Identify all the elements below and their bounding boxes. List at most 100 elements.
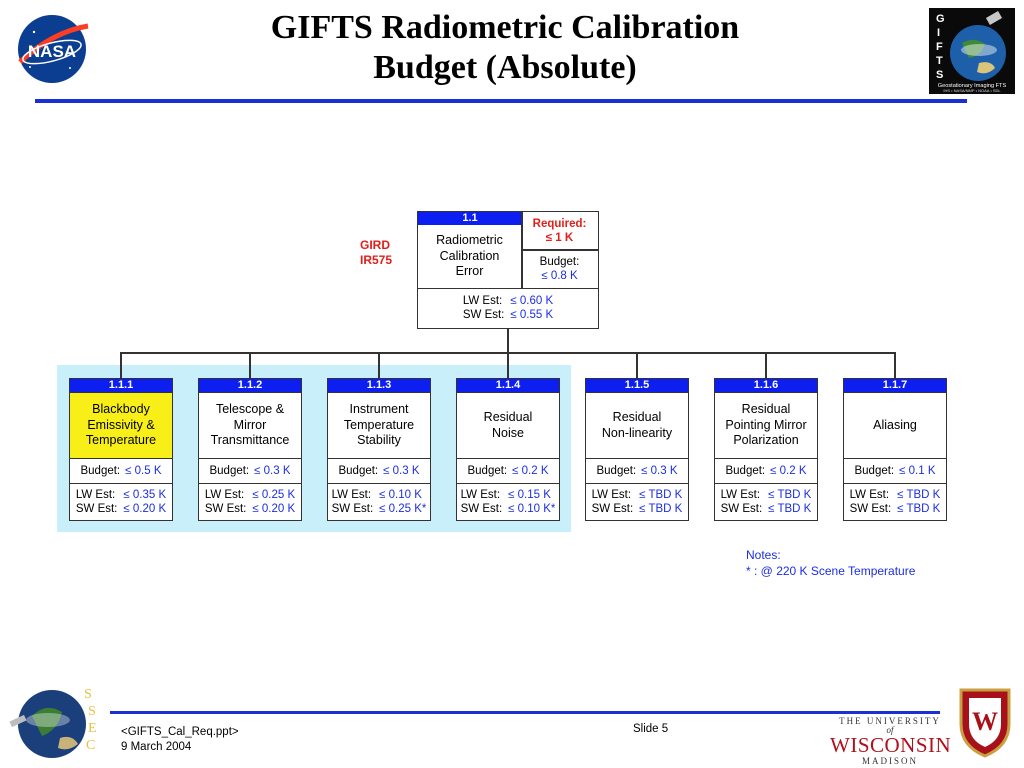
lw-value: ≤ 0.15 K xyxy=(508,488,551,501)
box-budget: Budget:≤ 0.3 K xyxy=(199,458,301,483)
crest-letter: W xyxy=(972,707,998,736)
lw-value: ≤ 0.25 K xyxy=(252,488,296,501)
footer-file: <GIFTS_Cal_Req.ppt> xyxy=(121,726,239,738)
box-name-line: Blackbody xyxy=(92,402,150,417)
budget-label: Budget: xyxy=(80,465,121,477)
box-1-1-budget: Budget: ≤ 0.8 K xyxy=(523,252,596,286)
notes: Notes: * : @ 220 K Scene Temperature xyxy=(746,547,915,579)
box-name-line: Polarization xyxy=(733,433,799,448)
gifts-subcaption: IHS • NASA/NMP • NOAA • SDL xyxy=(943,88,1001,93)
sw-value: ≤ TBD K xyxy=(768,502,812,515)
ssec-letter-4: C xyxy=(86,738,95,753)
sw-value: ≤ 0.10 K* xyxy=(508,502,556,515)
box-name-line: Non-linearity xyxy=(601,425,673,440)
budget-value: ≤ 0.8 K xyxy=(541,270,578,282)
box-name-line: Residual xyxy=(483,410,533,424)
ssec-letter-1: S xyxy=(84,687,92,702)
box-header: 1.1.1 xyxy=(70,379,172,392)
box-1-1-name-line-2: Calibration xyxy=(439,248,500,263)
budget-label: Budget: xyxy=(725,465,766,477)
nasa-logo: NASA xyxy=(18,15,89,83)
lw-value: ≤ 0.35 K xyxy=(123,488,167,501)
box-header: 1.1.5 xyxy=(586,379,688,392)
footer-date: 9 March 2004 xyxy=(121,741,192,753)
gird-label: GIRD IR575 xyxy=(360,238,392,268)
ssec-logo: S S E C xyxy=(9,687,97,758)
lw-label: LW Est: xyxy=(462,295,503,307)
budget-value: ≤ 0.2 K xyxy=(512,465,549,477)
box-1-1-vdivider xyxy=(521,212,523,288)
sw-label: SW Est: xyxy=(849,502,892,515)
box-budget: Budget:≤ 0.2 K xyxy=(715,458,817,483)
sw-label: SW Est: xyxy=(591,502,634,515)
budget-label: Budget: xyxy=(467,465,508,477)
gifts-caption: Geostationary Imaging FTS xyxy=(938,83,1007,89)
nasa-logo-text: NASA xyxy=(28,42,76,61)
box-budget: Budget:≤ 0.1 K xyxy=(844,458,946,483)
gird-label-line-2: IR575 xyxy=(360,253,393,267)
box-1-1-name-line-1: Radiometric xyxy=(436,233,503,248)
box-budget: Budget: ≤ 0.2 K xyxy=(457,458,559,483)
budget-label: Budget: xyxy=(539,256,580,268)
gifts-letter-t: T xyxy=(936,55,943,67)
slide-title-line-2: Budget (Absolute) xyxy=(373,49,637,86)
box-name-line: Pointing Mirror xyxy=(725,417,807,432)
title-rule xyxy=(35,99,967,103)
connector-drop xyxy=(894,352,896,378)
lw-value: ≤ TBD K xyxy=(897,488,941,501)
lw-value: ≤ TBD K xyxy=(639,488,683,501)
uw-line-2: WISCONSIN xyxy=(830,733,952,757)
box-budget: Budget:≤ 0.3 K xyxy=(328,458,430,483)
required-value: ≤ 1 K xyxy=(545,232,574,244)
sw-value: ≤ 0.20 K xyxy=(123,502,167,515)
uw-of: of xyxy=(886,725,894,735)
lw-label: LW Est: xyxy=(591,488,632,501)
sw-value: ≤ 0.20 K xyxy=(252,502,296,515)
box-name: Aliasing xyxy=(844,392,946,458)
sw-value: ≤ 0.25 K* xyxy=(379,502,427,515)
uw-wordmark: THE UNIVERSITY of WISCONSIN MADISON xyxy=(830,716,952,766)
connector-drop xyxy=(507,352,509,378)
box-1-1-estimates: LW Est: ≤ 0.60 K SW Est: ≤ 0.55 K xyxy=(418,288,598,327)
lw-value: ≤ 0.10 K xyxy=(379,488,422,501)
lw-label: LW Est: xyxy=(75,488,116,501)
lw-label: LW Est: xyxy=(460,488,501,501)
lw-label: LW Est: xyxy=(204,488,245,501)
budget-value: ≤ 0.3 K xyxy=(641,465,678,477)
gifts-letter-f: F xyxy=(936,41,943,53)
box-name-line: Noise xyxy=(492,425,524,440)
box-1-1-required: Required: ≤ 1 K xyxy=(523,214,596,248)
box-1-1-header: 1.1 xyxy=(418,212,522,225)
gifts-letter-i: I xyxy=(937,27,940,39)
budget-value: ≤ 0.3 K xyxy=(254,465,291,477)
lw-value: ≤ TBD K xyxy=(768,488,812,501)
lw-value: ≤ 0.60 K xyxy=(510,295,554,307)
box-name-line: Temperature xyxy=(343,417,415,432)
box-name-line: Telescope & xyxy=(215,402,285,417)
sw-value: ≤ 0.55 K xyxy=(510,309,554,321)
box-budget: Budget:≤ 0.3 K xyxy=(586,458,688,483)
box-budget: Budget:≤ 0.5 K xyxy=(70,458,172,483)
box-1-1: 1.1 Radiometric Calibration Error Requir… xyxy=(417,211,599,329)
box-estimates: LW Est: ≤ TBD K SW Est: ≤ TBD K xyxy=(586,483,688,519)
sw-label: SW Est: xyxy=(462,309,505,321)
lw-label: LW Est: xyxy=(720,488,761,501)
footer-rule xyxy=(110,711,940,714)
sw-value: ≤ TBD K xyxy=(639,502,683,515)
gifts-letter-s: S xyxy=(936,69,943,81)
budget-value: ≤ 0.3 K xyxy=(383,465,420,477)
box-header: 1.1.7 xyxy=(844,379,946,392)
